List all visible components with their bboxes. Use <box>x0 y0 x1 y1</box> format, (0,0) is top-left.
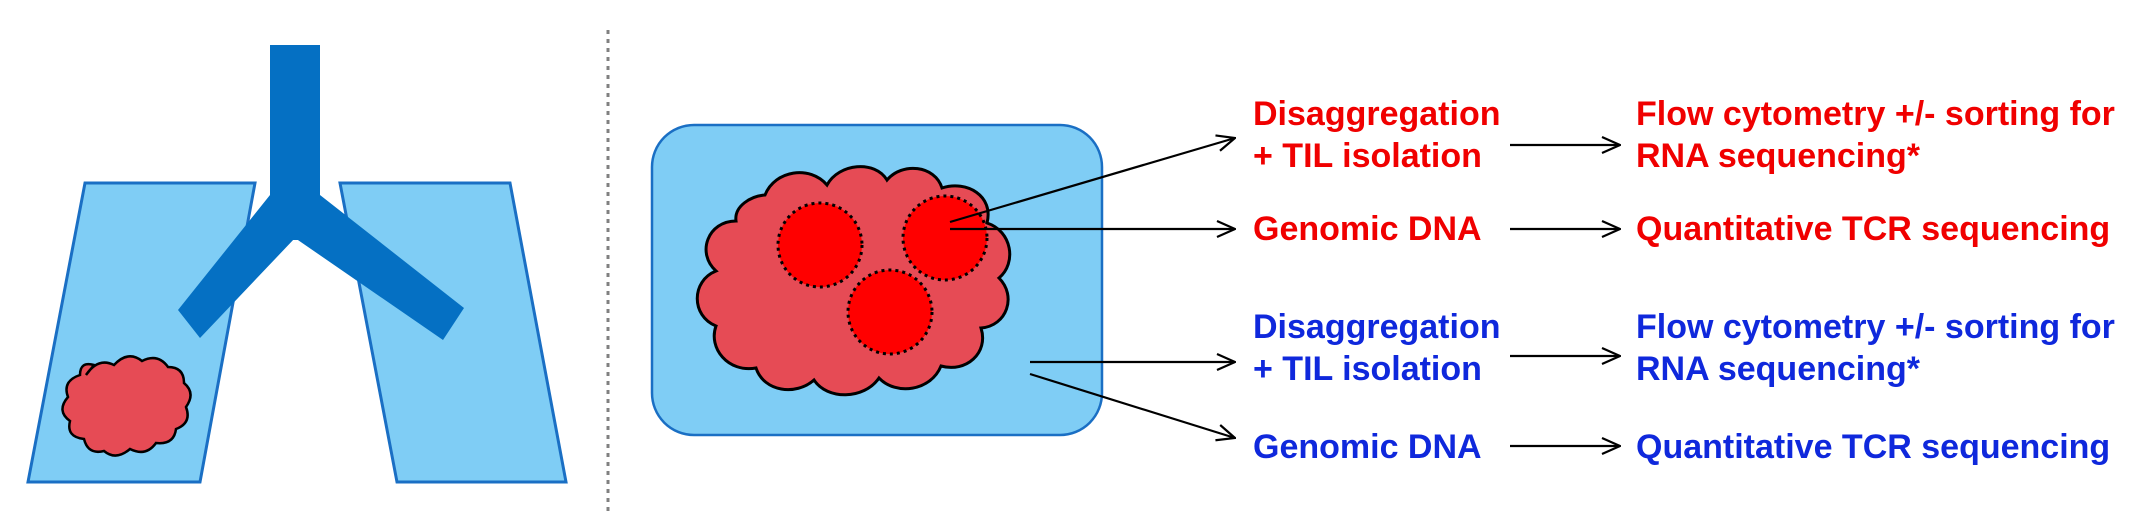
tissue-step-disaggregation-line2: + TIL isolation <box>1253 350 1482 388</box>
right-lung <box>338 181 568 484</box>
tumor-analysis-flow-line1: Flow cytometry +/- sorting for <box>1636 95 2115 133</box>
tumor-region-2 <box>901 194 989 282</box>
tumor-analysis-tcr: Quantitative TCR sequencing <box>1636 210 2110 248</box>
tissue-sample <box>650 123 1104 437</box>
tissue-workflow: Disaggregation + TIL isolation Flow cyto… <box>1253 308 2115 466</box>
tissue-analysis-flow-line1: Flow cytometry +/- sorting for <box>1636 308 2115 346</box>
arrow-tumor-disaggregation <box>949 138 1235 224</box>
tumor-region-1 <box>776 201 864 289</box>
tumor-step-disaggregation-line1: Disaggregation <box>1253 95 1500 133</box>
tumor-step-genomic-dna: Genomic DNA <box>1253 210 1482 248</box>
analysis-arrows <box>1510 145 1620 446</box>
tissue-step-disaggregation-line1: Disaggregation <box>1253 308 1500 346</box>
tissue-step-genomic-dna: Genomic DNA <box>1253 428 1482 466</box>
tissue-analysis-flow-line2: RNA sequencing* <box>1636 350 1921 388</box>
sample-arrows <box>949 138 1235 438</box>
tissue-analysis-tcr: Quantitative TCR sequencing <box>1636 428 2110 466</box>
tumor-region-3 <box>846 268 934 356</box>
lung-tumor <box>61 355 192 457</box>
trachea <box>178 45 464 340</box>
tumor-step-disaggregation-line2: + TIL isolation <box>1253 137 1482 175</box>
tumor-workflow: Disaggregation + TIL isolation Flow cyto… <box>1253 95 2115 248</box>
tumor-analysis-flow-line2: RNA sequencing* <box>1636 137 1921 175</box>
lung-illustration <box>26 45 568 484</box>
arrow-tissue-genomic <box>1029 372 1235 438</box>
